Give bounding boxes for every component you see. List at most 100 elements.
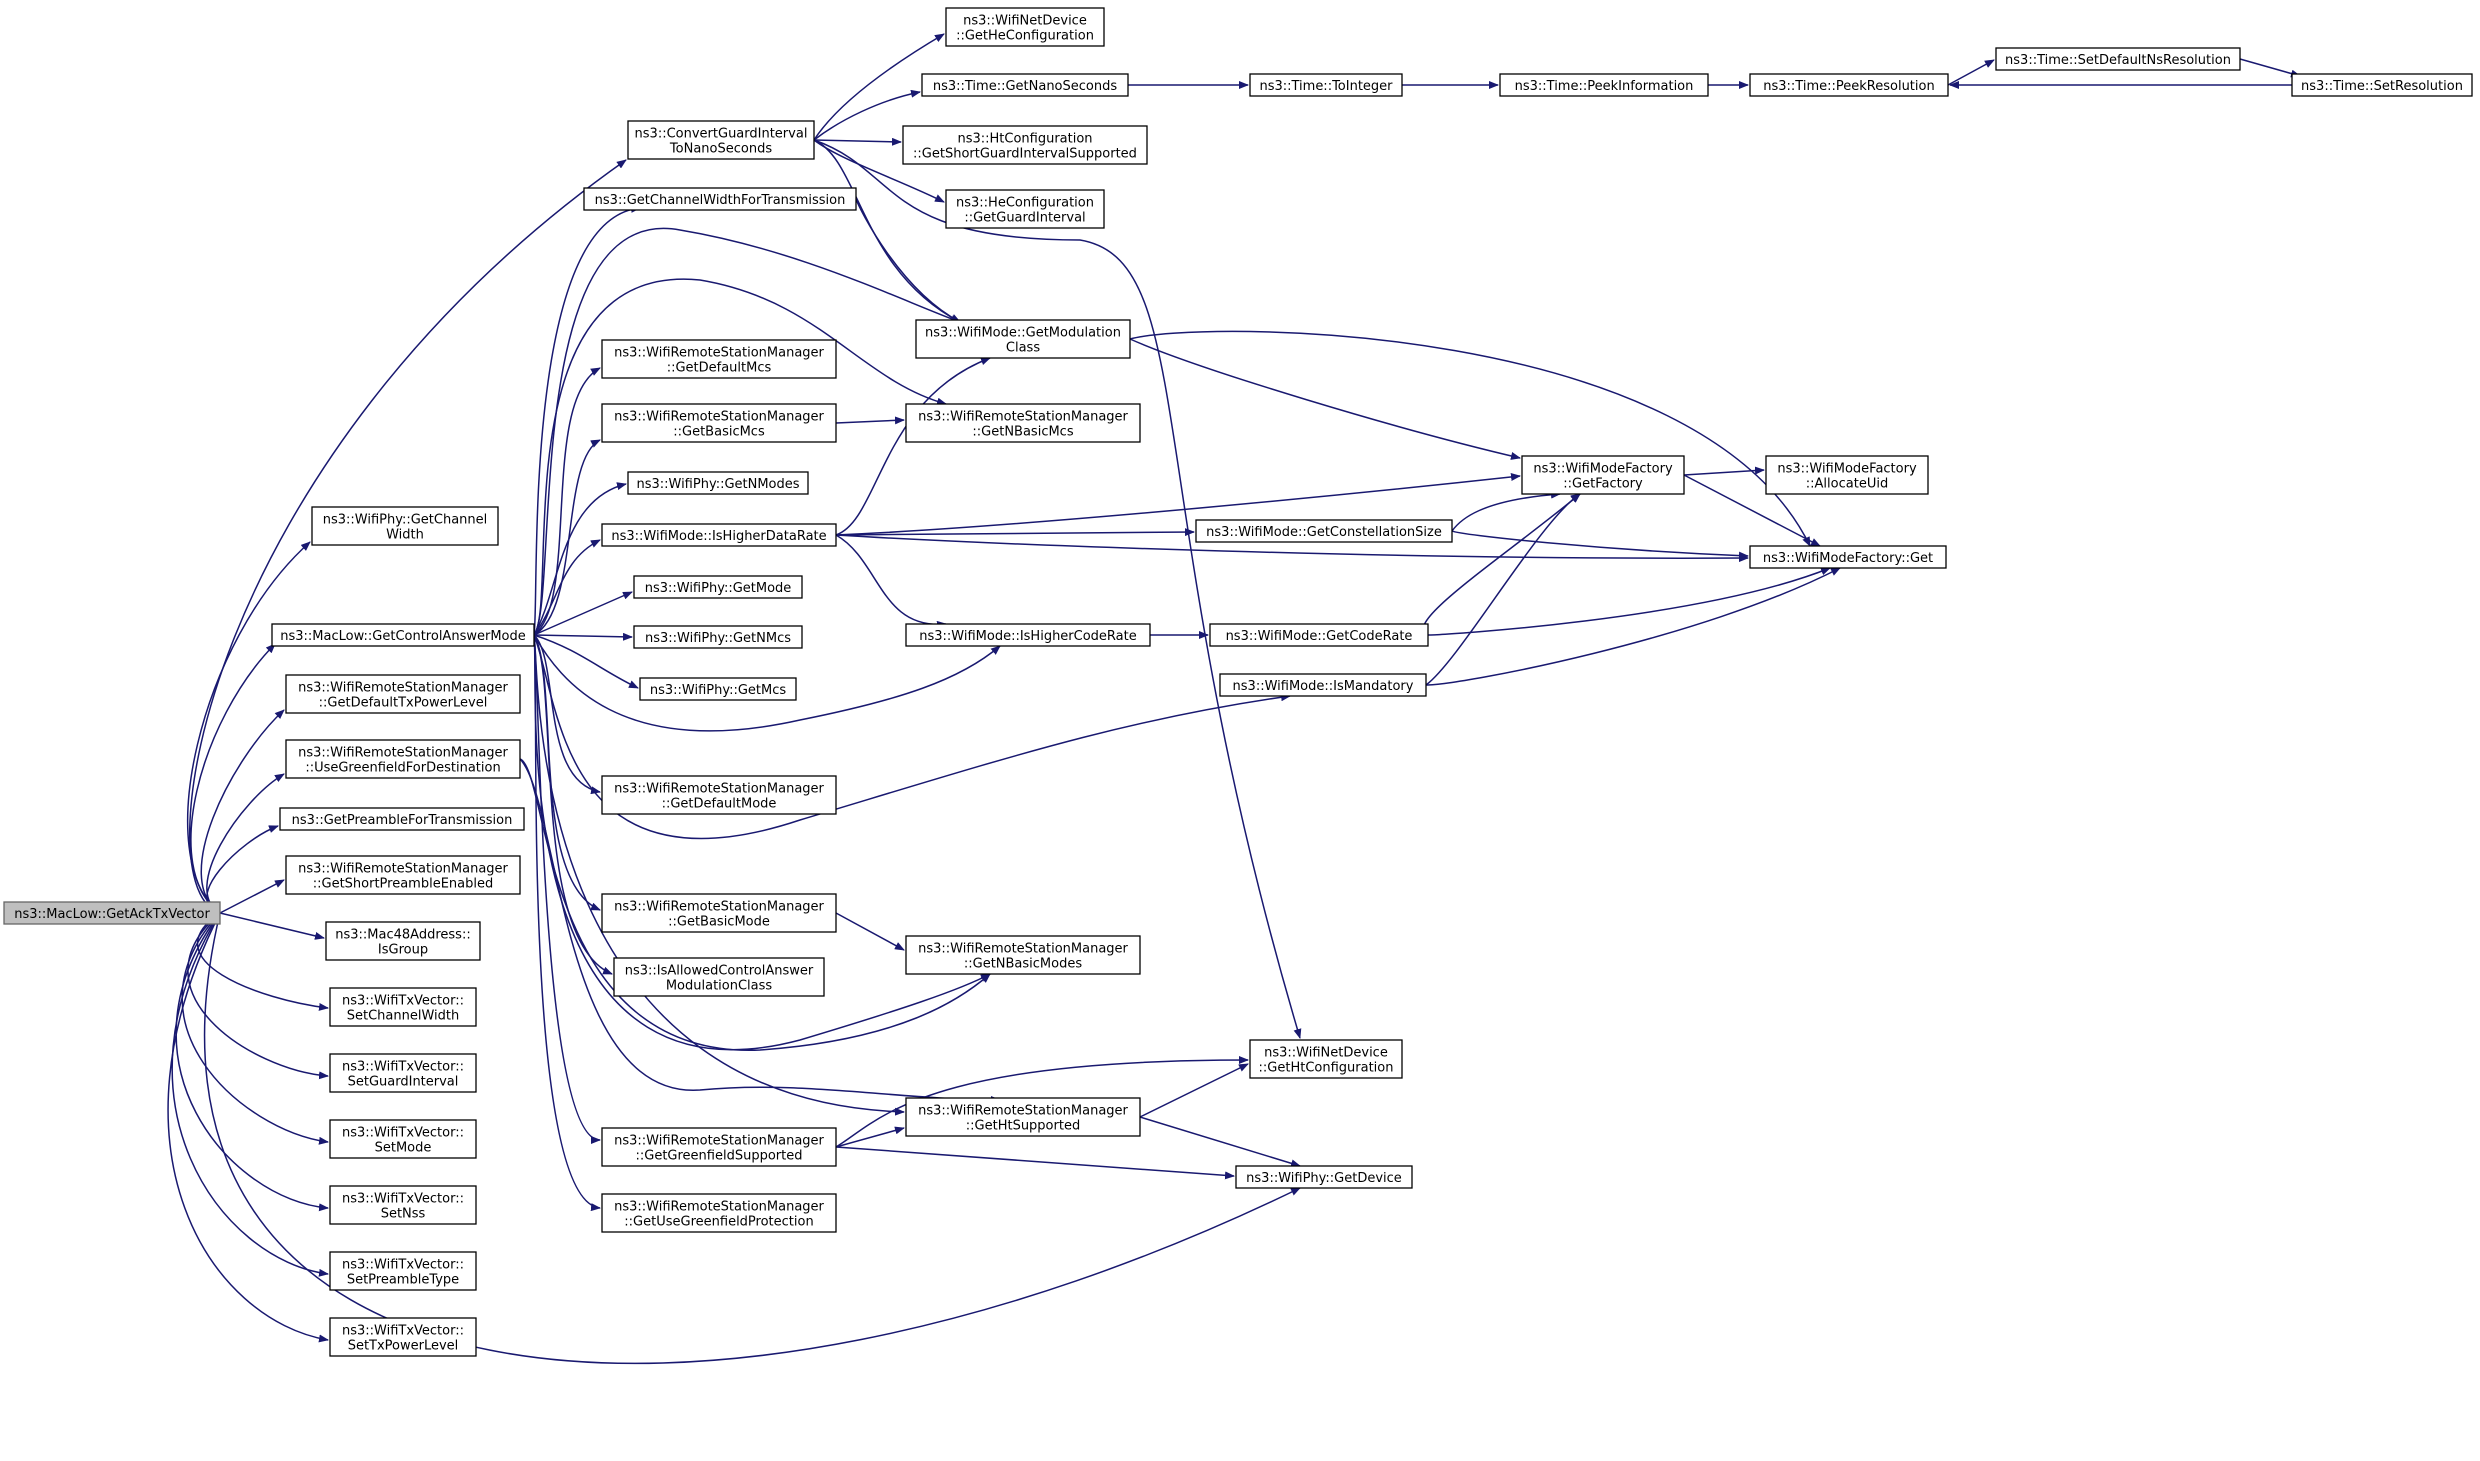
node-box: [639, 677, 797, 701]
node-box: [905, 623, 1151, 647]
node-box: [601, 523, 837, 547]
node-box: [1499, 73, 1709, 97]
node-box: [945, 189, 1105, 229]
node-label-line: ::GetShortPreambleEnabled: [313, 877, 494, 892]
node-label-line: ns3::WifiPhy::GetChannel: [323, 513, 488, 528]
node-getdefaulttxpowerlevel[interactable]: ns3::WifiRemoteStationManager::GetDefaul…: [285, 674, 521, 714]
call-edge-getcontrolanswermode-to-getdefaultmode: [533, 634, 601, 795]
node-settxpowerlevel[interactable]: ns3::WifiTxVector::SetTxPowerLevel: [329, 1317, 477, 1357]
call-edge-getcontrolanswermode-to-ishigherdatarate: [533, 539, 601, 636]
node-getshortguardintervalsupported[interactable]: ns3::HtConfiguration::GetShortGuardInter…: [902, 125, 1148, 165]
node-getshortpreambleenabled[interactable]: ns3::WifiRemoteStationManager::GetShortP…: [285, 855, 521, 895]
node-label-line: ns3::WifiPhy::GetMode: [645, 581, 792, 596]
node-setresolution[interactable]: ns3::Time::SetResolution: [2291, 73, 2473, 97]
node-getnbasicmodes[interactable]: ns3::WifiRemoteStationManager::GetNBasic…: [905, 935, 1141, 975]
call-edge-convertguardinterval-to-gethtconfiguration: [813, 139, 1302, 1039]
node-label-line: ns3::WifiMode::IsMandatory: [1233, 679, 1414, 694]
node-modefactory-getfactory[interactable]: ns3::WifiModeFactory::GetFactory: [1521, 455, 1685, 495]
node-box: [1249, 73, 1403, 97]
call-edge-convertguardinterval-to-getheconfiguration: [813, 33, 945, 141]
call-edge-getcontrolanswermode-to-ismandatory: [533, 634, 1291, 840]
node-getpreamblefortransmission[interactable]: ns3::GetPreambleForTransmission: [279, 807, 525, 831]
node-getnmodes[interactable]: ns3::WifiPhy::GetNModes: [627, 471, 809, 495]
node-label-line: ns3::WifiPhy::GetNMcs: [645, 631, 791, 646]
node-getconstellationsize[interactable]: ns3::WifiMode::GetConstellationSize: [1195, 519, 1453, 543]
node-getnbasicmcs[interactable]: ns3::WifiRemoteStationManager::GetNBasic…: [905, 403, 1141, 443]
node-label-line: IsGroup: [378, 943, 428, 958]
node-box: [921, 73, 1129, 97]
node-getnanoseconds[interactable]: ns3::Time::GetNanoSeconds: [921, 73, 1129, 97]
node-label-line: Width: [386, 528, 424, 543]
node-tointeger[interactable]: ns3::Time::ToInteger: [1249, 73, 1403, 97]
node-setguardinterval[interactable]: ns3::WifiTxVector::SetGuardInterval: [329, 1053, 477, 1093]
node-getcontrolanswermode[interactable]: ns3::MacLow::GetControlAnswerMode: [271, 623, 535, 647]
node-label-line: ::UseGreenfieldForDestination: [305, 761, 500, 776]
node-allocateuid[interactable]: ns3::WifiModeFactory::AllocateUid: [1765, 455, 1929, 495]
node-label-line: ns3::Time::ToInteger: [1259, 79, 1393, 94]
node-isgroup[interactable]: ns3::Mac48Address::IsGroup: [325, 921, 481, 961]
node-setmode[interactable]: ns3::WifiTxVector::SetMode: [329, 1119, 477, 1159]
node-isallowedcontrolanswer[interactable]: ns3::IsAllowedControlAnswerModulationCla…: [613, 957, 825, 997]
call-edge-getconstellationsize-to-modefactory-getfactory: [1451, 490, 1561, 532]
call-edge-getgreenfieldsupported-to-phy-getdevice: [835, 1146, 1235, 1180]
node-setpreambletype[interactable]: ns3::WifiTxVector::SetPreambleType: [329, 1251, 477, 1291]
call-edge-getcontrolanswermode-to-getmcs: [533, 634, 639, 689]
node-box: [905, 403, 1141, 443]
node-ishighercoderate[interactable]: ns3::WifiMode::IsHigherCodeRate: [905, 623, 1151, 647]
node-label-line: ns3::WifiNetDevice: [1264, 1046, 1388, 1061]
node-setchannelwidth[interactable]: ns3::WifiTxVector::SetChannelWidth: [329, 987, 477, 1027]
node-label-line: ns3::Time::GetNanoSeconds: [933, 79, 1118, 94]
node-getnmcs[interactable]: ns3::WifiPhy::GetNMcs: [633, 625, 803, 649]
node-getbasicmode[interactable]: ns3::WifiRemoteStationManager::GetBasicM…: [601, 893, 837, 933]
node-getdefaultmcs[interactable]: ns3::WifiRemoteStationManager::GetDefaul…: [601, 339, 837, 379]
node-peekinformation[interactable]: ns3::Time::PeekInformation: [1499, 73, 1709, 97]
call-edge-getacktxvector-to-setchannelwidth: [196, 912, 329, 1011]
node-setnss[interactable]: ns3::WifiTxVector::SetNss: [329, 1185, 477, 1225]
node-modefactory-get[interactable]: ns3::WifiModeFactory::Get: [1749, 545, 1947, 569]
call-edge-getcontrolanswermode-to-gethtsupported: [533, 634, 905, 1116]
call-edge-convertguardinterval-to-getshortguardintervalsupported: [813, 137, 902, 146]
node-getbasicmcs[interactable]: ns3::WifiRemoteStationManager::GetBasicM…: [601, 403, 837, 443]
node-usegreenfieldfordestination[interactable]: ns3::WifiRemoteStationManager::UseGreenf…: [285, 739, 521, 779]
node-label-line: ns3::WifiMode::GetModulation: [925, 326, 1121, 341]
node-label-line: ns3::MacLow::GetAckTxVector: [14, 907, 210, 922]
node-getgreenfieldsupported[interactable]: ns3::WifiRemoteStationManager::GetGreenf…: [601, 1127, 837, 1167]
node-phy-getchannelwidth[interactable]: ns3::WifiPhy::GetChannelWidth: [311, 506, 499, 546]
node-getguardinterval[interactable]: ns3::HeConfiguration::GetGuardInterval: [945, 189, 1105, 229]
call-edge-getacktxvector-to-getpreamblefortransmission: [206, 825, 279, 914]
node-label-line: ns3::WifiRemoteStationManager: [918, 942, 1128, 957]
node-label-line: ns3::Time::SetDefaultNsResolution: [2005, 53, 2231, 68]
call-edge-getacktxvector-to-getcontrolanswermode: [190, 643, 276, 914]
node-getacktxvector[interactable]: ns3::MacLow::GetAckTxVector: [3, 901, 221, 925]
node-getdefaultmode[interactable]: ns3::WifiRemoteStationManager::GetDefaul…: [601, 775, 837, 815]
node-getusegreenfieldprotection[interactable]: ns3::WifiRemoteStationManager::GetUseGre…: [601, 1193, 837, 1233]
node-label-line: ns3::GetChannelWidthForTransmission: [595, 193, 846, 208]
node-label-line: SetGuardInterval: [348, 1075, 459, 1090]
node-gethtconfiguration[interactable]: ns3::WifiNetDevice::GetHtConfiguration: [1249, 1039, 1403, 1079]
node-box: [1219, 673, 1427, 697]
node-label-line: ns3::WifiTxVector::: [342, 1192, 464, 1207]
node-getmcs[interactable]: ns3::WifiPhy::GetMcs: [639, 677, 797, 701]
node-box: [905, 935, 1141, 975]
node-ishigherdatarate[interactable]: ns3::WifiMode::IsHigherDataRate: [601, 523, 837, 547]
call-edge-getacktxvector-to-setguardinterval: [187, 912, 329, 1080]
node-peekresolution[interactable]: ns3::Time::PeekResolution: [1749, 73, 1949, 97]
node-getchannelwidthfortransmission[interactable]: ns3::GetChannelWidthForTransmission: [583, 187, 857, 211]
node-label-line: ns3::GetPreambleForTransmission: [292, 813, 513, 828]
node-phy-getmode[interactable]: ns3::WifiPhy::GetMode: [633, 575, 803, 599]
call-edge-getbasicmcs-to-getnbasicmcs: [835, 416, 905, 425]
node-getcoderate[interactable]: ns3::WifiMode::GetCodeRate: [1209, 623, 1429, 647]
node-gethtsupported[interactable]: ns3::WifiRemoteStationManager::GetHtSupp…: [905, 1097, 1141, 1137]
call-edge-getcontrolanswermode-to-getnbasicmcs: [533, 278, 947, 636]
node-label-line: ModulationClass: [666, 979, 773, 994]
node-setdefaultnsresolution[interactable]: ns3::Time::SetDefaultNsResolution: [1995, 47, 2241, 71]
node-getheconfiguration[interactable]: ns3::WifiNetDevice::GetHeConfiguration: [945, 7, 1105, 47]
node-box: [329, 1317, 477, 1357]
node-label-line: ns3::WifiTxVector::: [342, 1060, 464, 1075]
node-label-line: ::GetDefaultMcs: [667, 361, 772, 376]
call-edge-peekresolution-to-setdefaultnsresolution: [1947, 59, 1995, 86]
node-phy-getdevice[interactable]: ns3::WifiPhy::GetDevice: [1235, 1165, 1413, 1189]
node-ismandatory[interactable]: ns3::WifiMode::IsMandatory: [1219, 673, 1427, 697]
